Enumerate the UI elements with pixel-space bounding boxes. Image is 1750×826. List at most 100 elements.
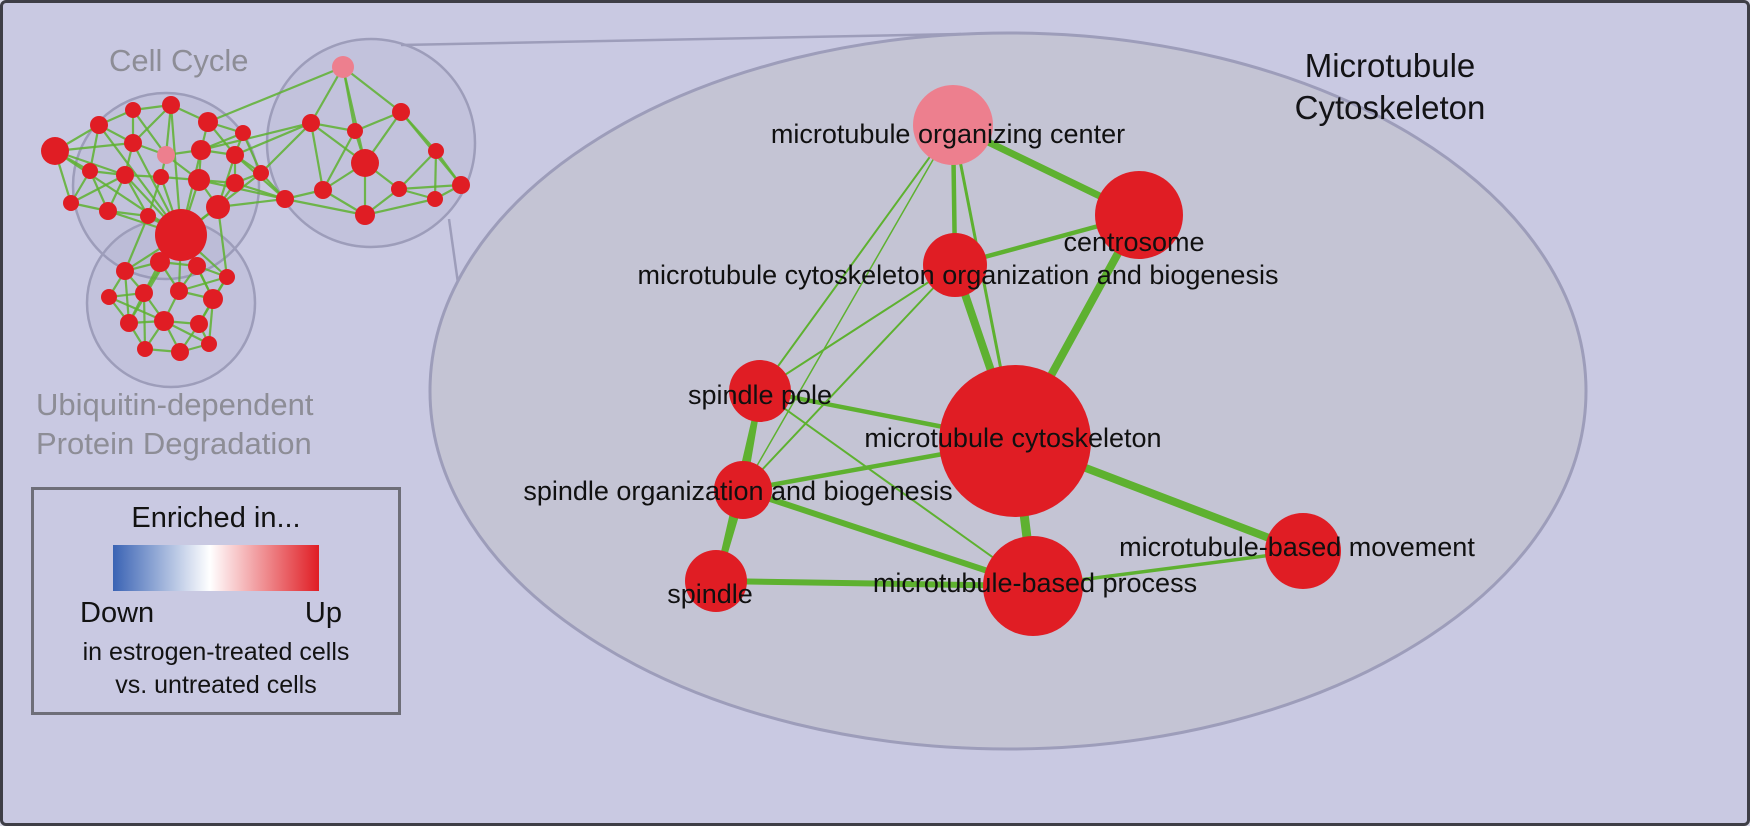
node-mbm[interactable] — [1265, 513, 1341, 589]
mini-node-8[interactable] — [191, 140, 211, 160]
mini-node-9[interactable] — [226, 146, 244, 164]
node-centrosome[interactable] — [1095, 171, 1183, 259]
node-label-centrosome: centrosome — [1063, 227, 1204, 257]
node-label-mbm: microtubule-based movement — [1119, 532, 1475, 562]
mini-edge — [234, 121, 312, 157]
mini-edge — [200, 121, 312, 152]
mini-edge — [132, 109, 167, 156]
mini-edge — [309, 122, 325, 191]
edge-mcob-sob — [742, 264, 956, 491]
mini-node-21[interactable] — [276, 190, 294, 208]
mini-edge — [70, 174, 126, 204]
legend-caption-line1: in estrogen-treated cells — [82, 638, 350, 666]
mini-node-38[interactable] — [135, 284, 153, 302]
mini-node-5[interactable] — [235, 125, 251, 141]
node-mcob[interactable] — [923, 233, 987, 297]
node-label-mcob: microtubule cytoskeleton organization an… — [638, 260, 1279, 290]
zoom-callout-line-1 — [400, 32, 962, 47]
mini-edge — [322, 130, 356, 191]
mini-node-39[interactable] — [170, 282, 188, 300]
cluster-label-microtubule-cytoskeleton: Microtubule Cytoskeleton — [1258, 45, 1522, 128]
mini-node-13[interactable] — [188, 169, 210, 191]
network-canvas: microtubule organizing centercentrosomem… — [41, 31, 1588, 751]
node-sob[interactable] — [714, 461, 772, 519]
mini-node-22[interactable] — [332, 56, 354, 78]
mini-node-43[interactable] — [190, 315, 208, 333]
node-label-spindle_pole: spindle pole — [688, 380, 832, 410]
cluster-outline-1 — [71, 91, 261, 281]
mini-node-27[interactable] — [351, 149, 379, 177]
node-label-spindle: spindle — [667, 579, 753, 609]
mini-node-31[interactable] — [427, 191, 443, 207]
mini-node-44[interactable] — [137, 341, 153, 357]
mini-node-20[interactable] — [253, 165, 269, 181]
node-label-moc: microtubule organizing center — [771, 119, 1125, 149]
legend-gradient-bar — [113, 545, 319, 591]
mini-node-6[interactable] — [124, 134, 142, 152]
mini-node-29[interactable] — [391, 181, 407, 197]
mini-node-42[interactable] — [154, 311, 174, 331]
mini-node-1[interactable] — [90, 116, 108, 134]
legend-caption-line2: vs. untreated cells — [115, 670, 317, 699]
mini-node-2[interactable] — [125, 102, 141, 118]
node-mbp[interactable] — [983, 536, 1083, 636]
node-moc[interactable] — [913, 85, 993, 165]
edge-sob-mbp — [740, 487, 1036, 589]
mini-node-10[interactable] — [82, 163, 98, 179]
mini-edge — [142, 292, 147, 350]
mini-node-30[interactable] — [355, 205, 375, 225]
mini-node-32[interactable] — [452, 176, 470, 194]
edge-spindle_pole-mbp — [759, 390, 1034, 587]
mini-node-40[interactable] — [203, 289, 223, 309]
legend-title: Enriched in... — [131, 502, 301, 534]
mini-edge — [284, 197, 366, 217]
mini-node-14[interactable] — [226, 174, 244, 192]
node-spindle[interactable] — [685, 550, 747, 612]
mini-node-26[interactable] — [428, 143, 444, 159]
legend-up-label: Up — [304, 597, 342, 629]
mini-node-3[interactable] — [162, 96, 180, 114]
mini-node-46[interactable] — [201, 336, 217, 352]
mini-node-12[interactable] — [153, 169, 169, 185]
mini-node-16[interactable] — [99, 202, 117, 220]
mini-edge — [198, 178, 286, 201]
mini-edge — [260, 122, 312, 174]
mini-node-23[interactable] — [302, 114, 320, 132]
mini-edge — [398, 183, 462, 191]
mini-edge — [433, 150, 438, 200]
mini-node-36[interactable] — [219, 269, 235, 285]
mini-node-37[interactable] — [101, 289, 117, 305]
mini-node-18[interactable] — [206, 195, 230, 219]
mini-edge — [398, 150, 437, 190]
cluster-label-cell-cycle: Cell Cycle — [109, 43, 249, 78]
mini-node-34[interactable] — [150, 252, 170, 272]
mini-node-25[interactable] — [392, 103, 410, 121]
mini-node-45[interactable] — [171, 343, 189, 361]
mini-edge — [364, 197, 436, 217]
mini-node-11[interactable] — [116, 166, 134, 184]
legend-down-label: Down — [80, 597, 155, 629]
mini-edge — [341, 66, 367, 164]
node-mc[interactable] — [939, 365, 1091, 517]
edge-moc-spindle_pole — [759, 124, 954, 392]
mini-node-15[interactable] — [63, 195, 79, 211]
mini-node-28[interactable] — [314, 181, 332, 199]
mini-edge — [342, 66, 402, 113]
mini-node-0[interactable] — [41, 137, 69, 165]
mini-edge — [123, 215, 150, 272]
mini-node-24[interactable] — [347, 123, 363, 139]
mini-node-41[interactable] — [120, 314, 138, 332]
mini-node-17[interactable] — [140, 208, 156, 224]
mini-node-35[interactable] — [188, 257, 206, 275]
legend-axis-labels: Down Up — [34, 591, 398, 630]
mini-node-19[interactable] — [155, 209, 207, 261]
node-spindle_pole[interactable] — [729, 360, 791, 422]
mini-node-4[interactable] — [198, 112, 218, 132]
cluster-label-ubiquitin: Ubiquitin-dependent Protein Degradation — [36, 385, 314, 463]
mini-node-7[interactable] — [157, 146, 175, 164]
mini-node-33[interactable] — [116, 262, 134, 280]
node-label-sob: spindle organization and biogenesis — [523, 476, 952, 506]
ubiquitin-title-line2: Protein Degradation — [36, 426, 312, 462]
node-label-mc: microtubule cytoskeleton — [864, 423, 1161, 453]
